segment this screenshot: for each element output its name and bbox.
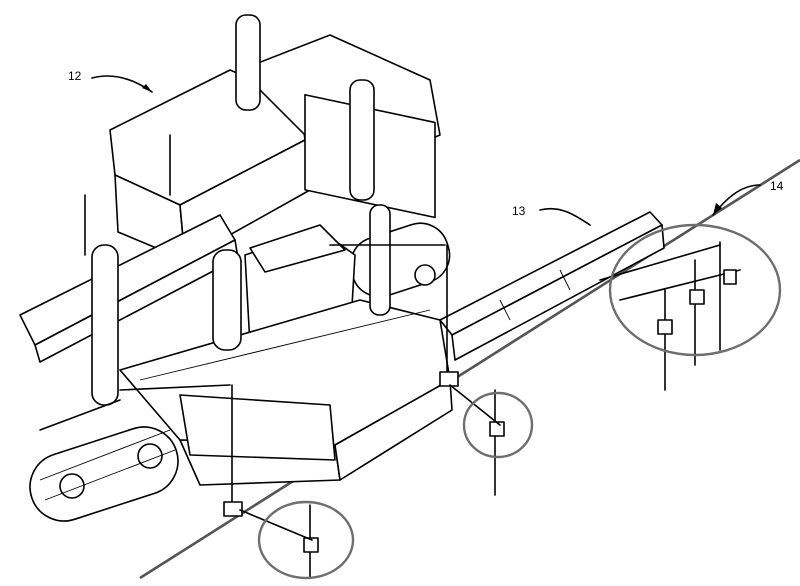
side-beam xyxy=(439,211,665,361)
stake-highlight-middle xyxy=(462,391,534,459)
lift-columns xyxy=(84,14,391,406)
ref-label-12: 12 xyxy=(68,69,82,83)
reference-line xyxy=(139,158,800,580)
stake-highlight-lower xyxy=(257,500,355,580)
left-track xyxy=(29,426,179,522)
leader-lines xyxy=(91,75,761,226)
stake-highlight-large xyxy=(608,223,782,357)
rear-track xyxy=(349,222,451,298)
sensor-arms xyxy=(39,244,459,517)
ref-label-13: 13 xyxy=(512,204,526,218)
grade-stakes xyxy=(239,241,741,579)
ref-label-14: 14 xyxy=(770,179,784,193)
machine-body xyxy=(19,34,453,486)
